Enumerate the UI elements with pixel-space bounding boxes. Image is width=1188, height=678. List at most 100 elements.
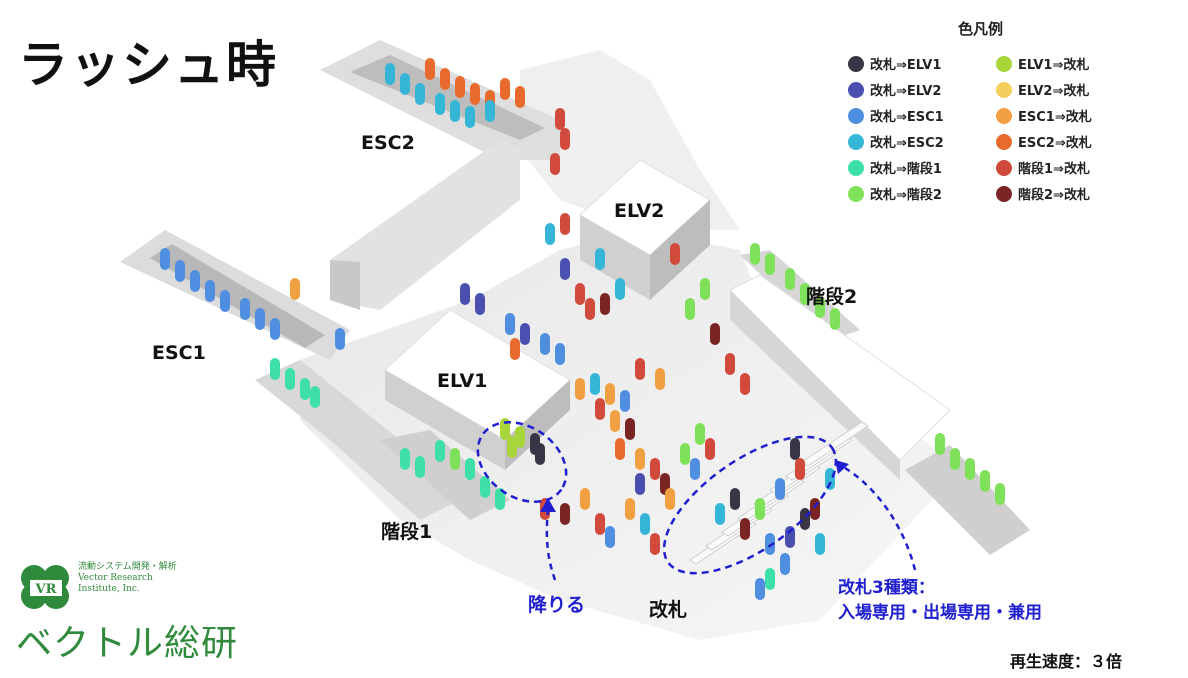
pedestrian [605, 383, 615, 405]
pedestrian [220, 290, 230, 312]
pedestrian [575, 378, 585, 400]
legend-swatch [996, 81, 1012, 98]
stairs1-lower [380, 430, 510, 520]
company-logo: VR 流動システム開発・解析 Vector Research Institute… [16, 560, 276, 670]
pedestrian [240, 298, 250, 320]
pedestrian [550, 153, 560, 175]
legend-item: 改札⇒ESC1 [848, 106, 944, 125]
pedestrian [935, 433, 945, 455]
pedestrian [450, 448, 460, 470]
pedestrian [640, 513, 650, 535]
pedestrian [620, 390, 630, 412]
pedestrian [980, 470, 990, 492]
gate-highlight-ellipse [662, 435, 838, 575]
pedestrian [795, 458, 805, 480]
legend-label: ELV1⇒改札 [1018, 58, 1090, 73]
legend-item: 階段2⇒改札 [996, 184, 1090, 203]
pedestrian [790, 438, 800, 460]
pedestrian [415, 456, 425, 478]
pedestrian [545, 223, 555, 245]
pedestrian [190, 270, 200, 292]
legend-item: 改札⇒ESC2 [848, 132, 944, 151]
pedestrian [755, 578, 765, 600]
legend-swatch [848, 55, 864, 72]
pedestrian [385, 63, 395, 85]
pedestrian [755, 498, 765, 520]
pedestrian [505, 313, 515, 335]
legend-item: ESC1⇒改札 [996, 106, 1092, 125]
pedestrian [515, 86, 525, 108]
logo-tagline-text: 流動システム開発・解析 [78, 562, 177, 572]
pedestrian [800, 283, 810, 305]
legend-swatch [996, 159, 1012, 176]
pedestrian [555, 343, 565, 365]
pedestrian [465, 458, 475, 480]
legend-swatch [848, 107, 864, 124]
clover-logo-icon: VR [21, 565, 69, 609]
pedestrian [625, 418, 635, 440]
pedestrian [635, 448, 645, 470]
elv2-side [580, 215, 650, 300]
legend-label: ELV2⇒改札 [1018, 84, 1090, 99]
legend-item: 改札⇒階段2 [848, 184, 942, 203]
corridor-wall-dark [330, 260, 360, 310]
stairs1-label: 階段1 [381, 521, 433, 543]
legend-swatch [848, 159, 864, 176]
legend-swatch [996, 107, 1012, 124]
pedestrian [635, 358, 645, 380]
pedestrian [507, 436, 517, 458]
pedestrian [815, 533, 825, 555]
descend-arrowhead [540, 498, 556, 512]
pedestrian [670, 243, 680, 265]
pedestrian [800, 508, 810, 530]
stairs1-structure [255, 360, 460, 520]
pedestrian [285, 368, 295, 390]
pedestrians [160, 58, 1005, 600]
pedestrian [310, 386, 320, 408]
pedestrian [515, 426, 525, 448]
legend-label: 改札⇒ESC1 [870, 110, 944, 125]
pedestrian [785, 268, 795, 290]
logo-tagline: 流動システム開発・解析 Vector Research Institute, I… [78, 562, 177, 595]
legend-item: ELV1⇒改札 [996, 54, 1089, 73]
pedestrian [455, 76, 465, 98]
pedestrian [700, 278, 710, 300]
pedestrian [615, 438, 625, 460]
pedestrian [600, 293, 610, 315]
pedestrian [625, 498, 635, 520]
stairs2-label: 階段2 [806, 286, 858, 308]
playback-speed: 再生速度：３倍 [1010, 652, 1123, 671]
pedestrian [425, 58, 435, 80]
legend-label: 改札⇒ELV2 [870, 84, 942, 99]
elv1-side [385, 370, 505, 470]
legend-label: ESC2⇒改札 [1018, 136, 1092, 151]
gate-types-annotation-line2: 入場専用・出場専用・兼用 [838, 603, 1042, 623]
pedestrian [730, 488, 740, 510]
pedestrian [650, 458, 660, 480]
pedestrian [435, 440, 445, 462]
legend-item: 階段1⇒改札 [996, 158, 1090, 177]
legend-swatch [848, 133, 864, 150]
pedestrian [205, 280, 215, 302]
legend-item: ESC2⇒改札 [996, 132, 1092, 151]
pedestrian [965, 458, 975, 480]
pedestrian [175, 260, 185, 282]
pedestrian [560, 128, 570, 150]
pedestrian [470, 83, 480, 105]
pedestrian [765, 253, 775, 275]
pedestrian [740, 373, 750, 395]
legend-item: 改札⇒ELV1 [848, 54, 941, 73]
pedestrian [555, 108, 565, 130]
elv2-label: ELV2 [614, 200, 665, 222]
pedestrian [740, 518, 750, 540]
stairs2-lower [905, 445, 1030, 555]
pedestrian [580, 488, 590, 510]
esc2-label: ESC2 [361, 132, 415, 154]
pedestrian [595, 248, 605, 270]
pedestrian [475, 293, 485, 315]
pedestrian [615, 278, 625, 300]
pedestrian [650, 533, 660, 555]
pedestrian [520, 323, 530, 345]
pedestrian [695, 423, 705, 445]
